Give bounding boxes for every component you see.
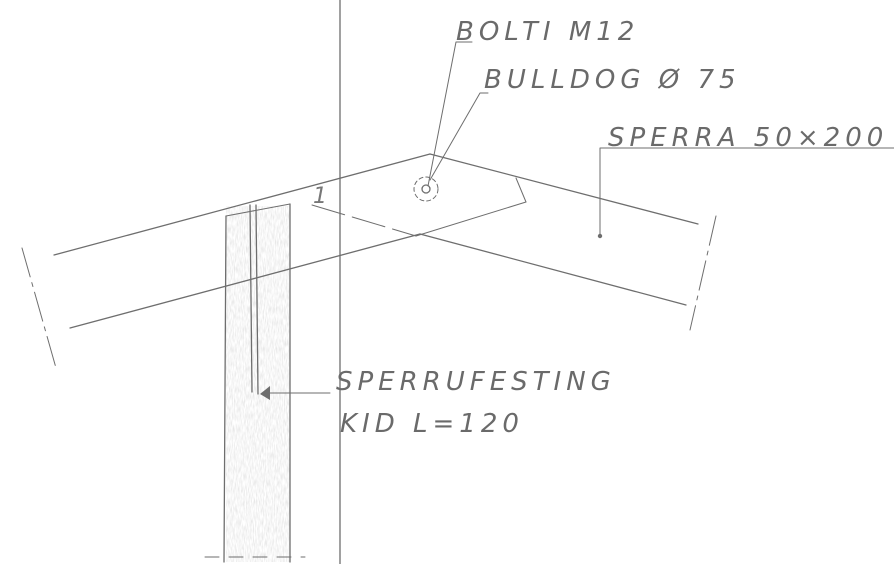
bolt-leader-line <box>427 41 473 187</box>
splice-plate <box>311 177 527 237</box>
bulldog-label: BULLDOG Ø 75 <box>484 65 741 95</box>
rafter-label: SPERRA 50×200 <box>608 123 888 153</box>
post <box>204 203 306 563</box>
arrowhead-icon <box>260 386 270 400</box>
rafter-right <box>419 153 717 331</box>
rafter-leader-dot <box>597 233 603 239</box>
fastening-label-line1: SPERRUFESTING <box>336 367 616 397</box>
bolt-circle-icon <box>413 176 439 202</box>
rafter-right-break-line <box>689 215 717 331</box>
bulldog-leader-line <box>429 92 489 181</box>
section-mark: 1 <box>313 184 327 209</box>
rafter-leader-line <box>599 147 894 237</box>
bolt-label: BOLTI M12 <box>456 17 639 47</box>
fastening-label-line2: KID L=120 <box>340 409 524 439</box>
rafter-left <box>21 153 431 369</box>
rafter-left-break-line <box>21 247 57 369</box>
